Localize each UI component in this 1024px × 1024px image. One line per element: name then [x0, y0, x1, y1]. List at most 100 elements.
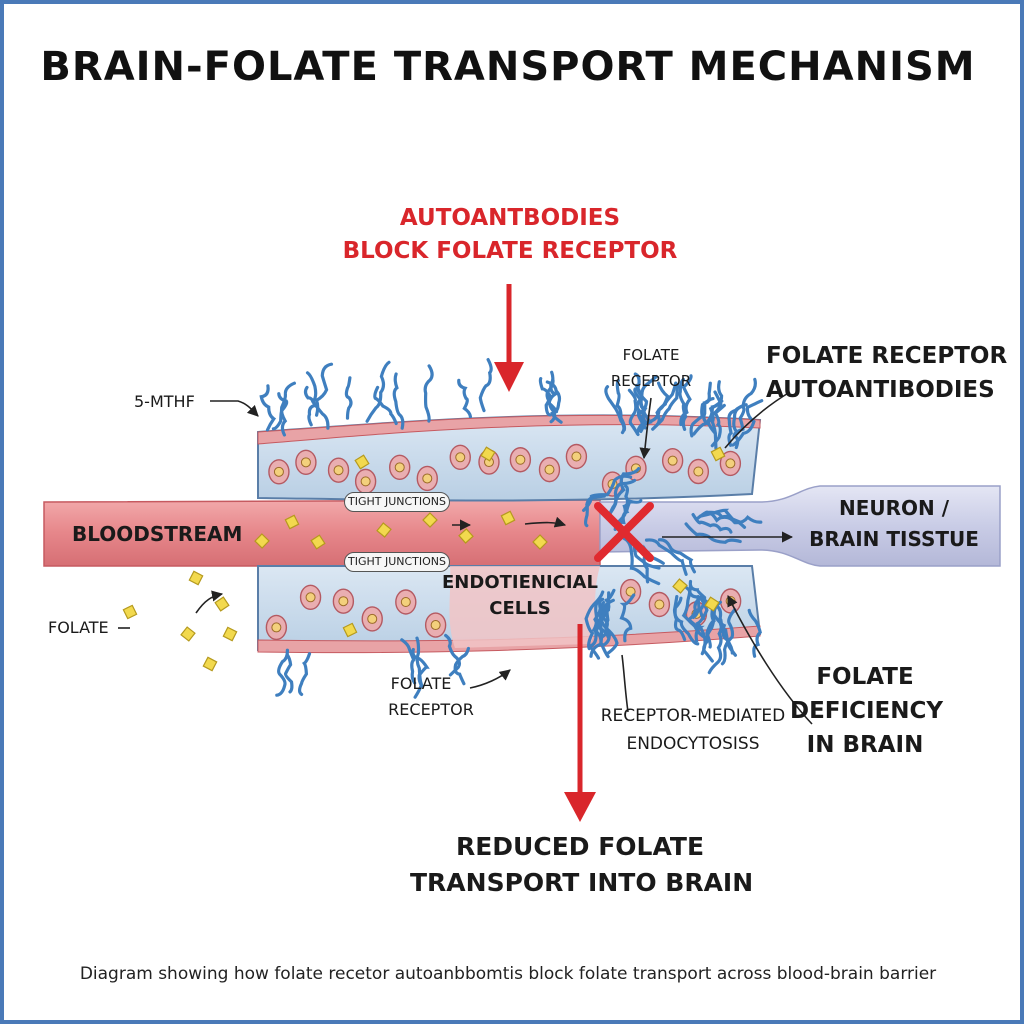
- folate-receptor-bottom-label-line1: FOLATE: [390, 674, 452, 693]
- antibody-strand: [453, 646, 470, 686]
- reduced-transport-label-line2: TRANSPORT INTO BRAIN: [410, 868, 754, 897]
- folate-particle: [354, 454, 370, 470]
- folate-particle: [532, 534, 548, 550]
- antibody-strand: [538, 377, 552, 417]
- antibody-strand: [698, 508, 747, 529]
- red-blood-cell: [449, 444, 471, 470]
- red-blood-cell: [295, 449, 317, 476]
- antibody-strand: [731, 399, 764, 447]
- antibody-strand: [275, 648, 290, 697]
- folate-particle: [180, 626, 196, 642]
- antibody-strand: [657, 538, 696, 574]
- antibody-strand: [478, 358, 493, 413]
- figure-caption: Diagram showing how folate recetor autoa…: [79, 964, 937, 984]
- folate-particle: [188, 570, 204, 586]
- folate-particle: [214, 596, 230, 612]
- antibody-strand: [684, 522, 742, 544]
- antibody-strand: [707, 510, 763, 525]
- antibody-strand: [678, 377, 688, 431]
- folate-particle: [254, 533, 270, 549]
- antibody-strand: [279, 381, 296, 437]
- antibody-strand: [587, 603, 609, 660]
- antibody-strand: [392, 372, 405, 430]
- folate-particle: [284, 514, 300, 530]
- antibody-strand: [633, 372, 649, 430]
- antibody-strand: [713, 603, 737, 657]
- page-title: BRAIN-FOLATE TRANSPORT MECHANISM: [40, 44, 976, 90]
- folate-deficiency-label-line3: IN BRAIN: [806, 732, 924, 758]
- antibody-strand: [457, 378, 472, 419]
- brain-tissue-channel: [599, 485, 1001, 567]
- tight-junctions-bottom-label: TIGHT JUNCTIONS: [344, 552, 450, 572]
- red-blood-cell: [661, 447, 684, 474]
- reduced-transport-label-line1: REDUCED FOLATE: [455, 832, 705, 861]
- antibody-strand: [619, 593, 636, 643]
- bloodstream-label: BLOODSTREAM: [72, 522, 243, 546]
- receptor-mediated-endocytosis-label-line1: RECEPTOR-MEDIATED: [600, 706, 786, 726]
- antibody-strand: [373, 385, 398, 426]
- antibody-strand: [655, 381, 678, 427]
- red-blood-cell: [327, 457, 350, 483]
- antibody-strand: [644, 538, 688, 576]
- antibody-strand: [615, 378, 627, 432]
- antibody-strand: [593, 597, 610, 639]
- folate-deficiency-label-line2: DEFICIENCY: [790, 698, 944, 724]
- folate-particle: [480, 446, 496, 462]
- antibody-strand: [727, 403, 748, 447]
- antibody-strand: [303, 385, 317, 427]
- red-blood-cell: [719, 450, 742, 477]
- antibody-strand: [271, 392, 289, 431]
- neuron-label-line1: NEURON /: [838, 496, 950, 520]
- antibody-strand: [702, 381, 712, 426]
- folate-receptor-autoantibodies-label-line1: FOLATE RECEPTOR: [766, 343, 1008, 369]
- red-blood-cell: [509, 447, 532, 473]
- neuron-label-line2: BRAIN TISSTUE: [809, 527, 979, 551]
- folate-particle: [422, 512, 438, 528]
- red-blood-cell: [354, 468, 377, 495]
- antibody-strand: [423, 364, 434, 423]
- folate-label: FOLATE: [48, 618, 109, 637]
- red-blood-cell: [416, 465, 438, 492]
- antibody-strand: [720, 608, 737, 666]
- red-blood-cell: [361, 606, 383, 632]
- red-blood-cell: [299, 584, 322, 611]
- antibody-strand: [615, 484, 630, 526]
- antibody-strand: [672, 595, 700, 646]
- folate-particle: [202, 656, 218, 672]
- folate-particle: [672, 578, 688, 594]
- folate-particle: [222, 626, 238, 642]
- down-arrow-top-icon: [494, 284, 524, 392]
- antibody-strand: [545, 380, 563, 424]
- folate-deficiency-label-line1: FOLATE: [816, 664, 914, 690]
- red-blood-cell: [565, 443, 588, 470]
- receptor-mediated-endocytosis-label-line2: ENDOCYTOSISS: [626, 734, 760, 754]
- upper-membrane: [257, 414, 761, 445]
- antibody-strand: [344, 376, 353, 420]
- red-blood-cell: [538, 456, 561, 483]
- antibody-strand: [314, 362, 334, 417]
- folate-particle: [342, 622, 358, 638]
- antibody-strand: [710, 403, 726, 448]
- antibody-strand: [444, 633, 461, 677]
- red-blood-cell: [648, 591, 671, 618]
- antibody-strand: [605, 467, 641, 519]
- folate-receptor-bottom-label-line2: RECEPTOR: [388, 700, 474, 719]
- mthf-label: 5-MTHF: [134, 392, 195, 411]
- antibody-strand: [400, 638, 417, 685]
- folate-particle: [376, 522, 392, 538]
- antibody-strand: [411, 647, 430, 688]
- folate-particle: [122, 604, 138, 620]
- tight-junctions-top-label: TIGHT JUNCTIONS: [344, 492, 450, 512]
- folate-particle: [458, 528, 474, 544]
- antibody-strand: [297, 652, 312, 696]
- antibody-strand: [627, 388, 640, 437]
- antibody-strand: [589, 597, 603, 658]
- antibody-strand: [708, 399, 724, 450]
- antibody-strand: [600, 591, 611, 648]
- red-blood-cell: [389, 454, 411, 481]
- folate-particle: [500, 510, 516, 526]
- endothelial-cells-label-line2: CELLS: [489, 598, 551, 619]
- antibody-strand: [681, 583, 708, 640]
- folate-receptor-autoantibodies-label-line2: AUTOANTIBODIES: [766, 377, 995, 403]
- red-blood-cell: [619, 578, 642, 605]
